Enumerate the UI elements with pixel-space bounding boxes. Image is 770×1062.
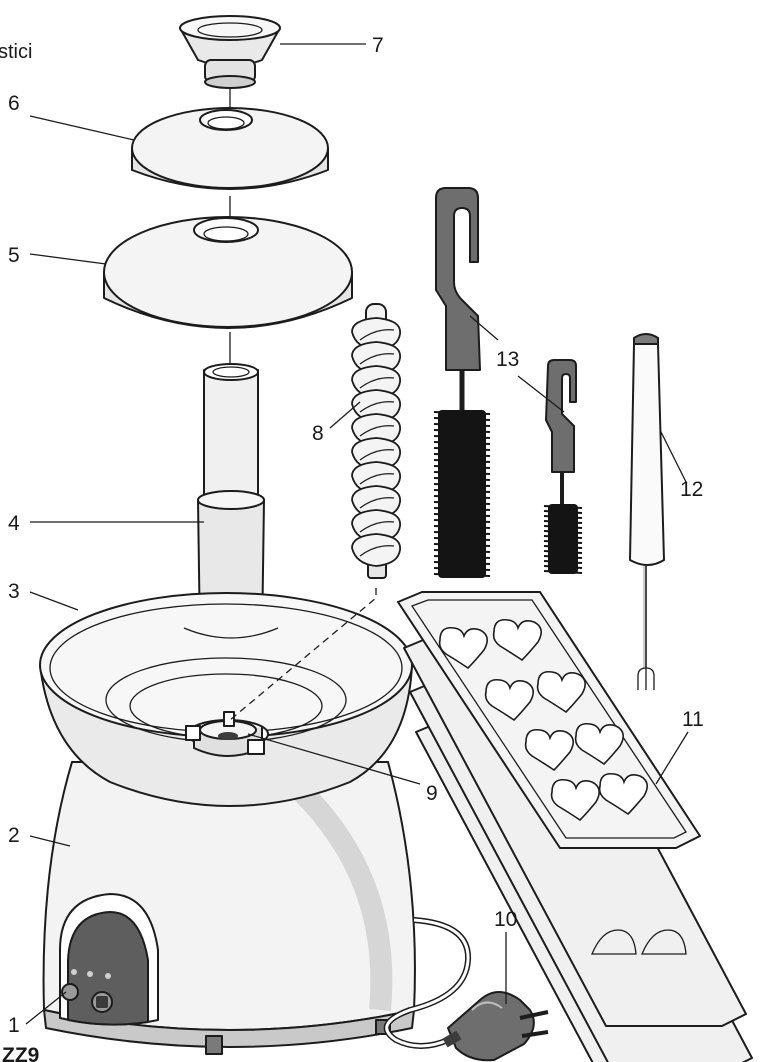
part-11-chocolate-molds: [397, 591, 753, 1062]
callout-4: 4: [8, 512, 20, 535]
auger-edge: [359, 425, 395, 437]
bristle: [433, 459, 491, 463]
auger-edge: [359, 353, 395, 365]
callout-13: 13: [496, 348, 519, 371]
assembly-guide: [229, 588, 377, 721]
bristle: [433, 513, 491, 517]
bristle: [543, 550, 583, 554]
bristle: [433, 537, 491, 541]
bristle: [433, 429, 491, 433]
callout-12: 12: [680, 478, 703, 501]
bristle: [433, 411, 491, 415]
callout-2: 2: [8, 824, 20, 847]
heart-cavity: [598, 772, 648, 816]
auger-edge: [359, 473, 395, 485]
brush-head: [438, 410, 486, 578]
auger-turn: [351, 533, 401, 567]
heart-cavity: [484, 678, 534, 722]
part-3-bowl: [39, 592, 413, 807]
bristle: [433, 573, 491, 577]
bristle: [433, 483, 491, 487]
corner-text: stici: [0, 41, 32, 63]
bristle: [433, 477, 491, 481]
auger-edge: [359, 521, 395, 533]
bristle: [433, 501, 491, 505]
bristle: [543, 540, 583, 544]
heart-cavity: [524, 728, 574, 772]
part-10-power-cord: [383, 917, 549, 1062]
callout-7: 7: [372, 34, 384, 57]
bristle: [543, 570, 583, 574]
bristle: [433, 441, 491, 445]
callout-6: 6: [8, 92, 20, 115]
bristle: [543, 560, 583, 564]
bristle: [433, 423, 491, 427]
heart-cavity: [536, 670, 586, 714]
footer-text: ZZ9: [2, 1044, 39, 1062]
bristle: [433, 549, 491, 553]
callout-3: 3: [8, 580, 20, 603]
bristle: [433, 453, 491, 457]
bristle: [543, 555, 583, 559]
heart-cavity: [438, 626, 488, 670]
part-13-small-brush: [543, 359, 583, 574]
bristle: [433, 555, 491, 559]
bristle: [433, 561, 491, 565]
callout-11: 11: [682, 708, 704, 731]
auger-edge: [359, 329, 395, 341]
bristle: [543, 510, 583, 514]
bristle: [543, 565, 583, 569]
callout-9: 9: [426, 782, 438, 805]
auger-edge: [359, 497, 395, 509]
bristle: [433, 531, 491, 535]
auger-edge: [359, 449, 395, 461]
bristle: [433, 465, 491, 469]
part-8-auger-screw: [351, 303, 401, 579]
part-12-fondue-fork: [629, 333, 665, 690]
part-7-crown-cap: [179, 15, 281, 89]
bristle: [543, 545, 583, 549]
bristle: [543, 515, 583, 519]
callout-1: 1: [8, 1014, 20, 1037]
bristle: [433, 567, 491, 571]
leader-lines: [25, 43, 689, 1025]
auger-edge: [359, 401, 395, 413]
heart-cavity: [492, 618, 542, 662]
bristle: [433, 435, 491, 439]
heart-cavity: [574, 722, 624, 766]
bristle: [433, 519, 491, 523]
bristle: [543, 525, 583, 529]
bristle: [433, 489, 491, 493]
callout-10: 10: [494, 908, 517, 931]
part-13-large-brush: [433, 187, 491, 578]
callout-8: 8: [312, 422, 324, 445]
bristle: [433, 525, 491, 529]
part-5-lower-tier: [103, 216, 353, 329]
auger-edge: [359, 377, 395, 389]
part-6-upper-tier: [131, 107, 329, 190]
bristle: [433, 543, 491, 547]
bristle: [433, 417, 491, 421]
bristle: [433, 447, 491, 451]
bristle: [543, 530, 583, 534]
bristle: [543, 520, 583, 524]
bristle: [433, 495, 491, 499]
auger-edge: [359, 545, 395, 557]
bristle: [433, 507, 491, 511]
bristle: [543, 535, 583, 539]
part-2-base-housing: [42, 761, 416, 1055]
callout-labels: 7 6 5 4 3 2 1 8 9 10 11 12 13: [8, 34, 704, 1037]
bristle: [433, 471, 491, 475]
bristle: [543, 505, 583, 509]
callout-5: 5: [8, 244, 20, 267]
part-9-drive-hub: [185, 711, 269, 757]
